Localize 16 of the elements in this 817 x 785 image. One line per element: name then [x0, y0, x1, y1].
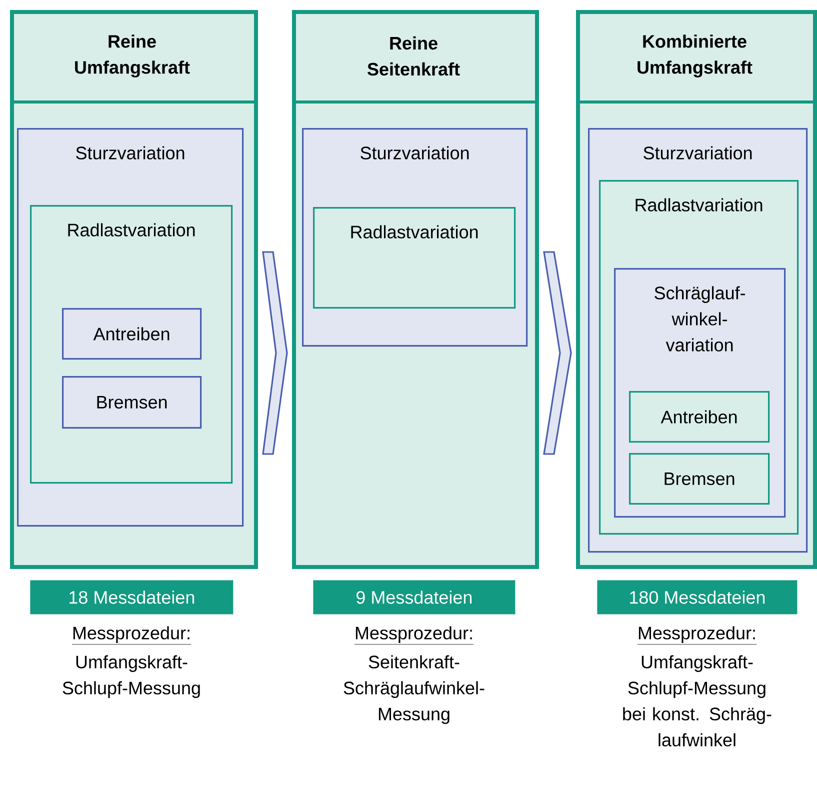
chevron-arrow	[262, 251, 288, 455]
procedure-heading: Messprozedur:	[72, 626, 192, 645]
count-banner: 9 Messdateien	[313, 580, 516, 614]
count-banner: 180 Messdateien	[597, 580, 798, 614]
procedure-text: Seitenkraft- Schräglaufwinkel- Messung	[344, 655, 484, 724]
group-box: Radlastvariation	[313, 207, 516, 309]
procedure-text: Umfangskraft- Schlupf-Messung	[62, 655, 200, 698]
step-box: Bremsen	[62, 376, 202, 429]
step-box: Antreiben	[629, 391, 770, 443]
step-box: Bremsen	[629, 453, 770, 505]
step-box: Antreiben	[62, 308, 202, 360]
procedure-heading: Messprozedur:	[354, 626, 474, 645]
procedure-text: Umfangskraft- Schlupf-Messung bei konst. Schräg- laufwinkel	[623, 655, 772, 746]
chevron-arrow	[543, 251, 572, 455]
procedure-heading: Messprozedur:	[637, 626, 757, 645]
count-banner: 18 Messdateien	[30, 580, 234, 614]
